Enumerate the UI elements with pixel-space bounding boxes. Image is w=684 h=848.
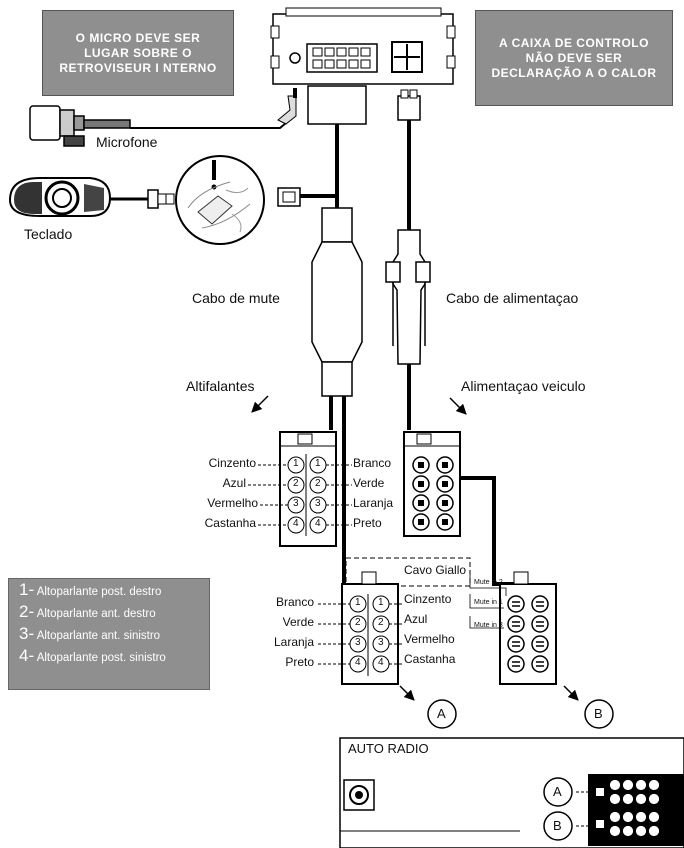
keypad-label: Teclado <box>24 226 73 242</box>
radio-left-label: Laranja <box>273 635 314 649</box>
radio-right-label: Azul <box>404 612 428 626</box>
fuse-holder <box>385 229 431 365</box>
speaker-connector <box>279 431 337 547</box>
main-plug <box>307 85 367 125</box>
power-plug <box>397 95 421 121</box>
radio-marker-a-label: A <box>553 784 562 799</box>
radio-right-label: Vermelho <box>404 632 455 646</box>
speaker-right-label: Preto <box>353 516 382 530</box>
pin-number: 2 <box>293 478 299 489</box>
speaker-right-label: Laranja <box>353 496 394 510</box>
mute-in-2-label: Mute in 2 <box>474 579 503 586</box>
yellow-cable-label: Cavo Giallo <box>404 563 467 577</box>
pin-number: 4 <box>355 657 361 668</box>
vehicle-power-connector <box>403 431 461 537</box>
pin-number: 4 <box>315 518 321 529</box>
speaker-right-label: Verde <box>353 476 385 490</box>
radio-left-label: Verde <box>282 615 314 629</box>
control-box-note: A CAIXA DE CONTROLO NÃO DEVE SER DECLARA… <box>475 10 673 106</box>
mute-connector <box>469 571 557 685</box>
legend-item: 1- Altoparlante post. destro <box>19 580 162 599</box>
pin-number: 3 <box>315 498 321 509</box>
radio-marker-b-label: B <box>553 818 562 833</box>
legend-item: 4- Altoparlante post. sinistro <box>19 646 166 665</box>
mute-in-1-label: Mute in 1 <box>474 599 503 606</box>
pin-number: 4 <box>378 657 384 668</box>
speaker-left-label: Vermelho <box>207 496 258 510</box>
pin-number: 3 <box>355 637 361 648</box>
auto-radio <box>339 737 684 848</box>
speaker-left-label: Azul <box>222 476 246 490</box>
power-cable-label: Cabo de alimentaçao <box>446 290 579 306</box>
mirror-note: O MICRO DEVE SER LUGAR SOBRE O RETROVISE… <box>42 10 234 96</box>
radio-marker-a-circle <box>543 777 573 807</box>
marker-b-circle <box>584 699 614 729</box>
marker-b-label: B <box>594 706 603 721</box>
keypad-icon <box>8 177 112 217</box>
pin-number: 2 <box>378 617 384 628</box>
pin-number: 1 <box>355 597 361 608</box>
radio-left-label: Branco <box>275 595 314 609</box>
speaker-left-label: Cinzento <box>208 456 256 470</box>
microphone-icon <box>29 105 131 147</box>
radio-right-label: Cinzento <box>404 592 452 606</box>
legend-item: 3- Altoparlante ant. sinistro <box>19 624 161 643</box>
pin-number: 1 <box>378 597 384 608</box>
pin-number: 3 <box>293 498 299 509</box>
pin-number: 4 <box>293 518 299 529</box>
radio-left-label: Preto <box>285 655 314 669</box>
vehicle-power-label: Alimentaçao veiculo <box>461 378 586 394</box>
microphone-label: Microfone <box>96 134 158 150</box>
marker-a-label: A <box>437 706 446 721</box>
marker-a-circle <box>427 699 457 729</box>
control-box <box>270 7 456 85</box>
speaker-right-label: Branco <box>353 456 392 470</box>
yellow-cable-box <box>345 557 471 587</box>
pin-number: 1 <box>315 458 321 469</box>
legend-item: 2- Altoparlante ant. destro <box>19 602 156 621</box>
pin-number: 2 <box>355 617 361 628</box>
auto-radio-label: AUTO RADIO <box>348 741 429 756</box>
mute-cable-body <box>311 207 363 397</box>
mute-cable-label: Cabo de mute <box>192 290 280 306</box>
radio-marker-b-circle <box>543 811 573 841</box>
speaker-left-label: Castanha <box>204 516 256 530</box>
connection-detail-icon <box>175 155 265 245</box>
pin-number: 2 <box>315 478 321 489</box>
speaker-legend: 1- Altoparlante post. destro 2- Altoparl… <box>8 578 210 690</box>
pin-number: 3 <box>378 637 384 648</box>
radio-right-label: Castanha <box>404 652 456 666</box>
mute-in-3-label: Mute in 3 <box>474 622 503 629</box>
pin-number: 1 <box>293 458 299 469</box>
speakers-label: Altifalantes <box>186 378 255 394</box>
